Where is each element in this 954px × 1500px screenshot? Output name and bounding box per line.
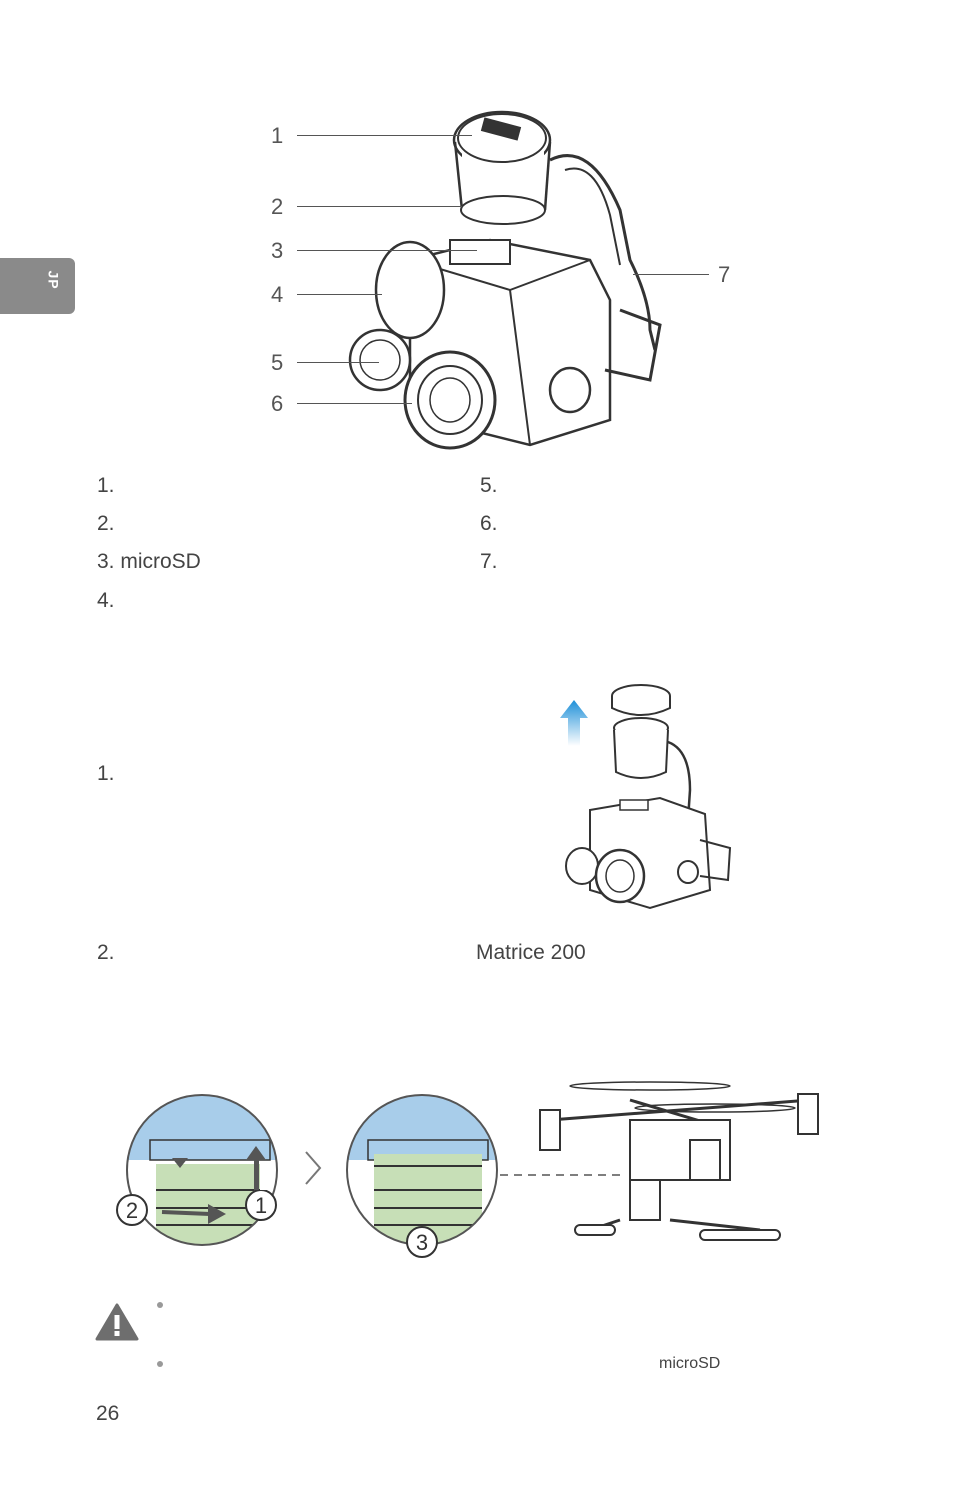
- warning-text-2: microSD: [659, 1355, 721, 1372]
- parts-list-item: 3. microSD: [97, 550, 201, 573]
- step-1-number: 1.: [97, 762, 115, 785]
- gimbal-arm-inner: [564, 167, 621, 266]
- callout-1: 1: [271, 123, 284, 148]
- callout-7: 7: [718, 262, 731, 287]
- thermal-housing: [374, 240, 446, 340]
- step-2-number: 2.: [97, 941, 115, 964]
- step-marker-3-label: 3: [416, 1230, 428, 1255]
- callout-2: 2: [271, 194, 284, 219]
- cap-removal-diagram: [560, 684, 732, 910]
- callout-line-6: [297, 403, 412, 404]
- language-tab: JP: [0, 258, 75, 314]
- callout-line-1: [297, 135, 472, 136]
- parts-list-item: 6.: [480, 512, 498, 535]
- microsd-cover: [449, 239, 511, 265]
- callout-line-7: [633, 274, 709, 275]
- gimbal-arm: [549, 154, 657, 351]
- callout-line-5: [297, 362, 379, 363]
- parts-list-item: 2.: [97, 512, 115, 535]
- callout-5: 5: [271, 350, 284, 375]
- parts-list-item: 4.: [97, 589, 115, 612]
- step-marker-1: [245, 1190, 277, 1221]
- callout-3: 3: [271, 238, 284, 263]
- step-markers: 2 1 3: [116, 1190, 438, 1258]
- callout-line-3: [297, 250, 477, 251]
- callout-4: 4: [271, 282, 284, 307]
- step-marker-2-label: 2: [126, 1198, 138, 1223]
- step-marker-1-label: 1: [255, 1193, 267, 1218]
- step-marker-2: [116, 1194, 148, 1226]
- unlock-detail: [127, 1095, 277, 1245]
- chevron-right-icon: [305, 1151, 322, 1185]
- warning-bullet: [157, 1302, 163, 1308]
- language-tab-label: JP: [45, 270, 62, 290]
- parts-list-item: 1.: [97, 474, 115, 497]
- up-arrow-icon: [560, 700, 588, 746]
- page-number: 26: [96, 1402, 120, 1425]
- warning-bullet: [157, 1361, 163, 1367]
- gimbal-button: [548, 366, 592, 414]
- callout-line-2: [297, 206, 462, 207]
- mounting-diagram: [126, 1081, 819, 1246]
- callout-line-4: [297, 294, 382, 295]
- step-marker-3: [406, 1226, 438, 1258]
- parts-list-item: 5.: [480, 474, 498, 497]
- camera-diagram: [348, 110, 662, 450]
- warning-icon: [95, 1303, 139, 1341]
- parts-list-item: 7.: [480, 550, 498, 573]
- drone-illustration: [539, 1081, 819, 1241]
- callout-6: 6: [271, 391, 284, 416]
- step-2-text: Matrice 200: [476, 941, 586, 964]
